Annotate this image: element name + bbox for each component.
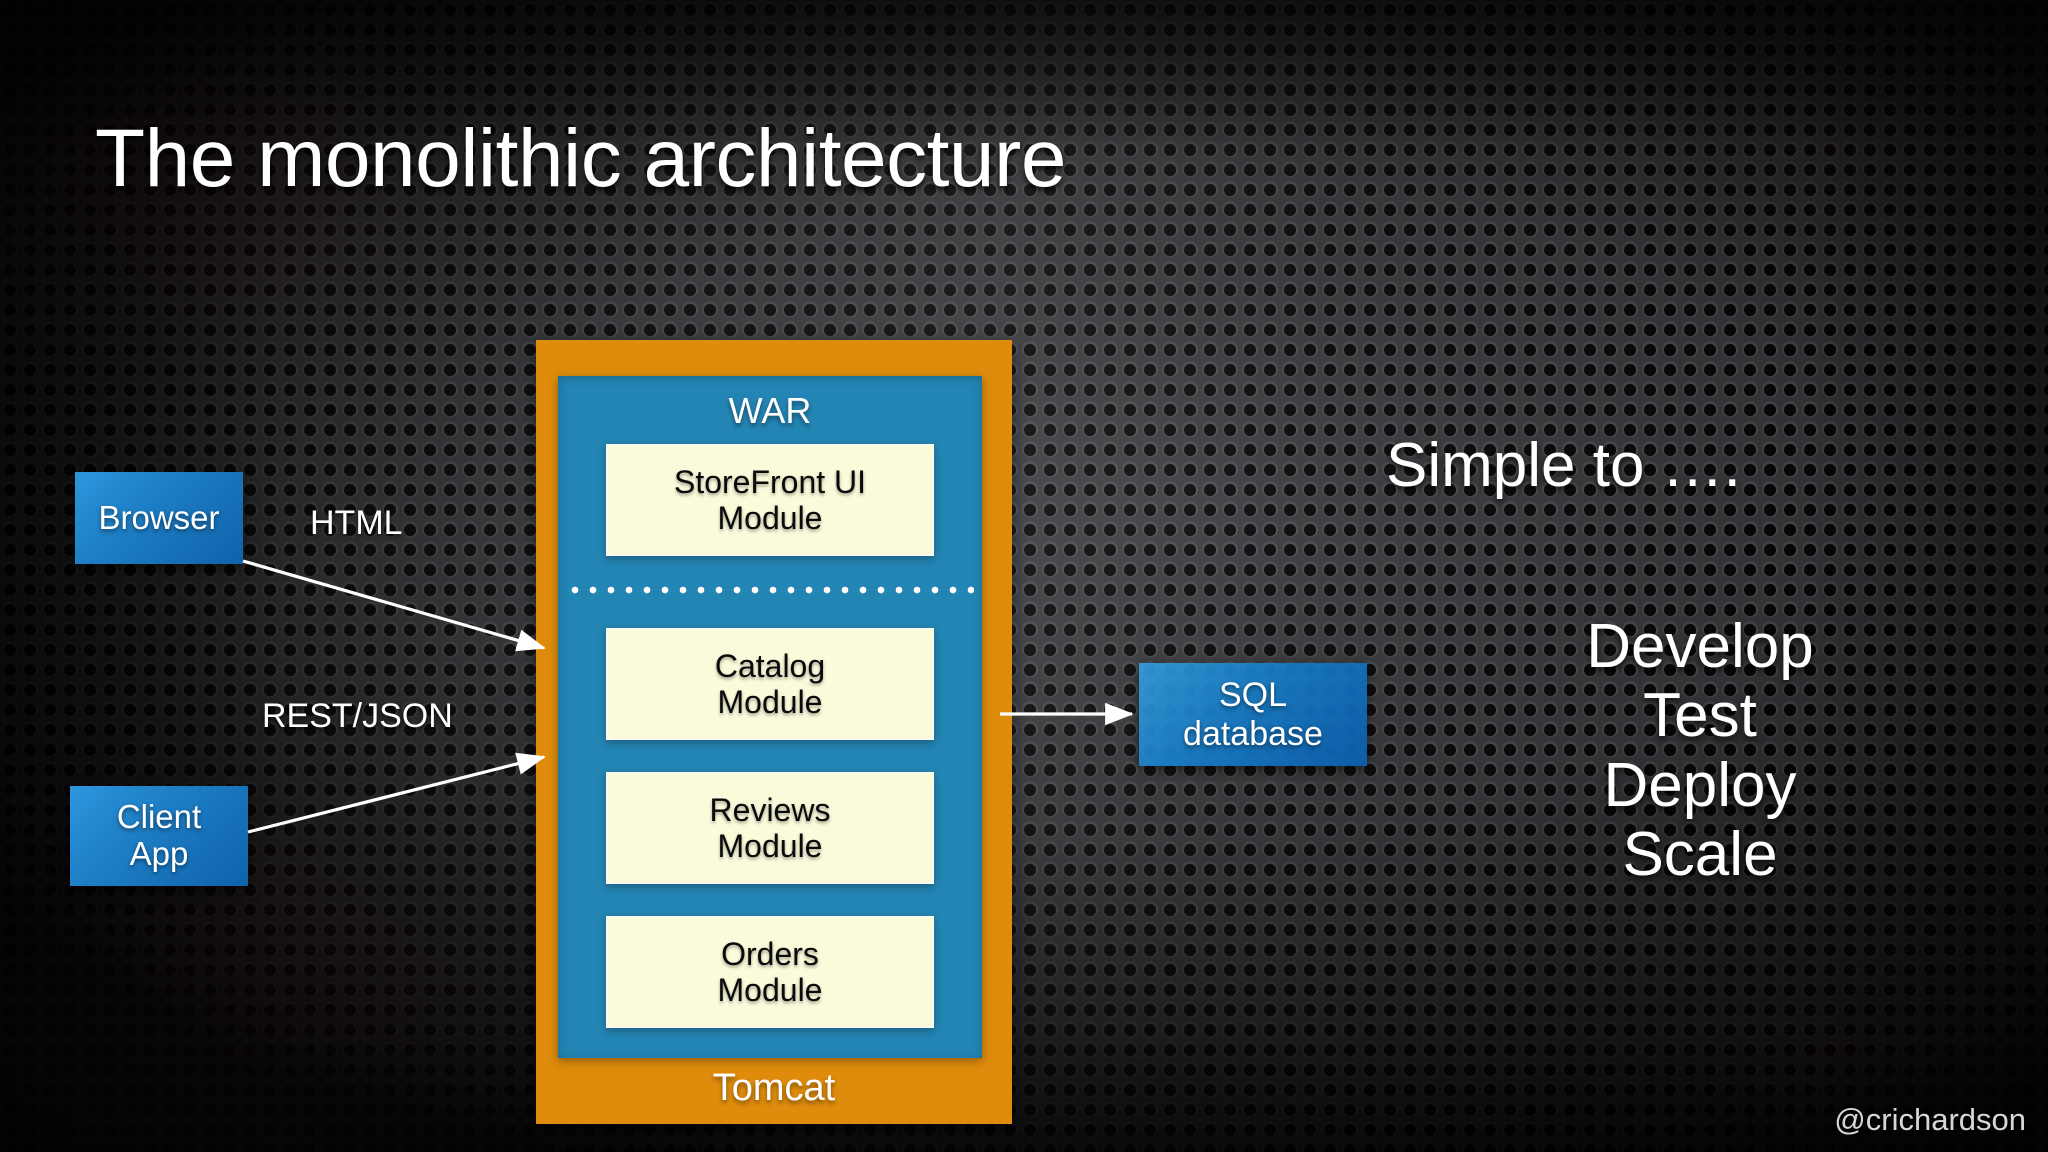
- client-app-label-line2: App: [129, 835, 189, 872]
- sql-database-label-line2: database: [1183, 714, 1323, 753]
- module-catalog: Catalog Module: [606, 628, 934, 740]
- sql-database-node: SQL database: [1139, 663, 1367, 766]
- connector-label-html: HTML: [310, 504, 403, 542]
- slide-title: The monolithic architecture: [95, 113, 1066, 204]
- module-storefront-ui: StoreFront UI Module: [606, 444, 934, 556]
- module-label-line1: StoreFront UI: [673, 463, 867, 500]
- war-label: WAR: [728, 390, 812, 431]
- benefit-item: Deploy: [1603, 750, 1797, 820]
- client-app-label-line1: Client: [116, 798, 202, 836]
- sql-database-label-line1: SQL: [1218, 676, 1288, 715]
- benefits-list: Develop Test Deploy Scale: [1570, 612, 1830, 890]
- war-tier-divider: [566, 586, 974, 594]
- module-label-line1: Reviews: [709, 791, 831, 828]
- client-app-node: Client App: [70, 786, 248, 886]
- module-orders: Orders Module: [606, 916, 934, 1028]
- benefit-item: Develop: [1586, 612, 1814, 681]
- module-label-line2: Module: [717, 972, 823, 1008]
- notes-heading: Simple to ….: [1386, 431, 1741, 500]
- module-label-line1: Catalog: [714, 647, 826, 684]
- module-label-line2: Module: [717, 828, 823, 864]
- author-watermark: @crichardson: [1834, 1102, 2026, 1137]
- module-label-line2: Module: [717, 500, 823, 536]
- module-label-line2: Module: [717, 684, 823, 720]
- connector-label-rest-json: REST/JSON: [262, 697, 453, 735]
- benefit-item: Test: [1643, 681, 1757, 751]
- benefit-item: Scale: [1622, 820, 1778, 890]
- browser-label: Browser: [98, 498, 220, 536]
- module-reviews: Reviews Module: [606, 772, 934, 884]
- tomcat-container: WAR StoreFront UI Module Catalog Module …: [536, 340, 1012, 1124]
- tomcat-label: Tomcat: [712, 1067, 836, 1109]
- browser-node: Browser: [75, 472, 243, 564]
- war-container: WAR StoreFront UI Module Catalog Module …: [558, 376, 982, 1058]
- module-label-line1: Orders: [721, 935, 819, 972]
